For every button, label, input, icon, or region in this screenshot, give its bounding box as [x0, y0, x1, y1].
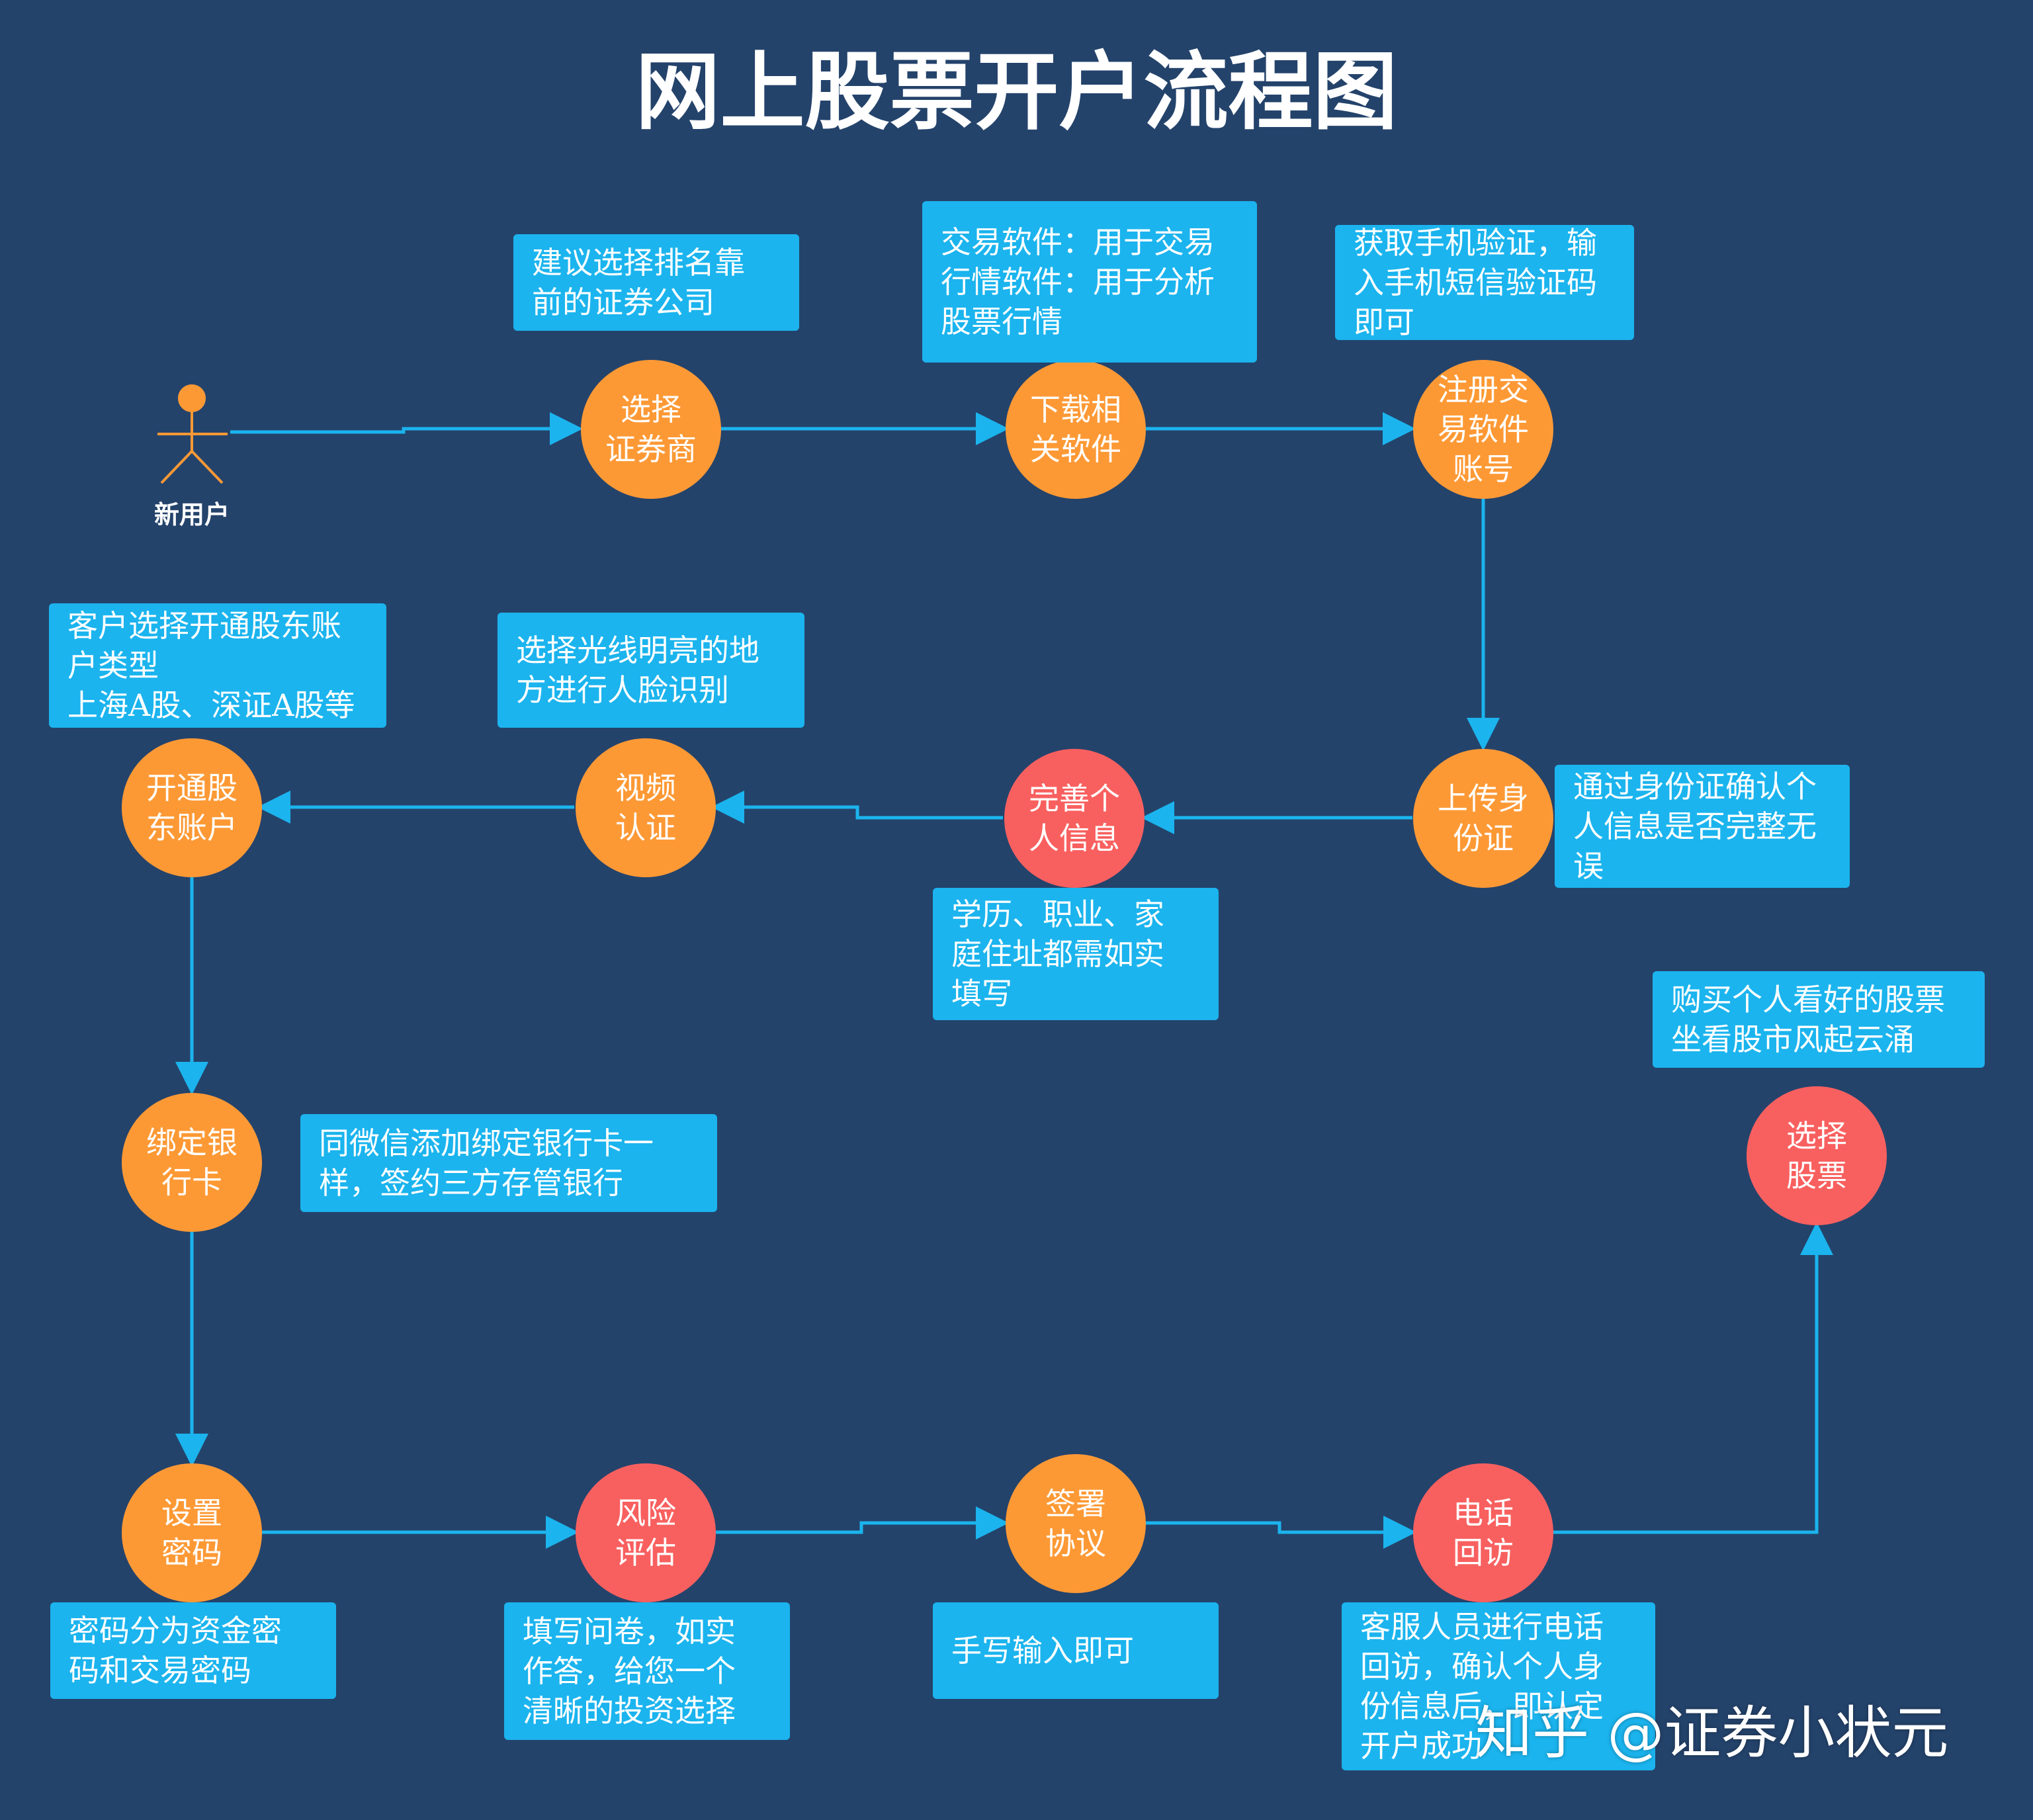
node-download-software: 下载相 关软件 [1006, 360, 1146, 499]
diagram-title: 网上股票开户流程图 [635, 43, 1398, 142]
node-upload-id: 上传身 份证 [1413, 749, 1553, 888]
arrow-sign-to-callback [1146, 1516, 1416, 1549]
arrow-complete-info-to-video-auth [711, 791, 1003, 824]
node-risk-assessment: 风险 评估 [576, 1463, 716, 1602]
note-upload-id: 通过身份证确认个 人信息是否完整无 误 [1555, 765, 1850, 888]
note-complete-info: 学历、职业、家 庭住址都需如实 填写 [933, 888, 1219, 1020]
user-actor-icon [157, 384, 228, 484]
note-sign-agreement: 手写输入即可 [933, 1602, 1219, 1699]
watermark: 知乎 @证券小状元 [1475, 1700, 1949, 1766]
node-phone-callback: 电话 回访 [1413, 1463, 1553, 1602]
note-download-software: 交易软件：用于交易 行情软件：用于分析 股票行情 [922, 201, 1257, 363]
note-set-password: 密码分为资金密 码和交易密码 [50, 1602, 336, 1699]
node-sign-agreement: 签署 协议 [1006, 1454, 1146, 1593]
node-select-broker: 选择 证券商 [581, 360, 721, 499]
node-set-password: 设置 密码 [122, 1463, 262, 1602]
note-risk-assessment: 填写问卷，如实 作答，给您一个 清晰的投资选择 [504, 1602, 790, 1740]
arrow-actor-to-select-broker [230, 412, 583, 445]
note-select-stocks: 购买个人看好的股票 坐看股市风起云涌 [1653, 971, 1985, 1068]
actor-label: 新用户 [153, 500, 230, 529]
arrow-risk-to-sign [716, 1506, 1009, 1539]
note-open-account: 客户选择开通股东账 户类型 上海A股、深证A股等 [49, 603, 386, 728]
node-open-account: 开通股 东账户 [122, 738, 262, 877]
note-register-account: 获取手机验证，输 入手机短信验证码 即可 [1335, 225, 1634, 340]
note-video-auth: 选择光线明亮的地 方进行人脸识别 [497, 613, 804, 728]
node-complete-info: 完善个 人信息 [1004, 749, 1145, 888]
node-select-stocks: 选择 股票 [1747, 1086, 1887, 1225]
node-bind-card: 绑定银 行卡 [122, 1093, 262, 1232]
note-bind-card: 同微信添加绑定银行卡一 样，签约三方存管银行 [300, 1114, 717, 1212]
node-video-auth: 视频 认证 [576, 738, 716, 877]
note-select-broker: 建议选择排名靠 前的证券公司 [513, 234, 799, 331]
note-phone-callback: 客服人员进行电话 回访，确认个人身 份信息后，即认定 开户成功 [1342, 1602, 1655, 1770]
node-register-account: 注册交 易软件 账号 [1413, 360, 1553, 499]
arrow-callback-to-select-stocks [1553, 1222, 1833, 1534]
